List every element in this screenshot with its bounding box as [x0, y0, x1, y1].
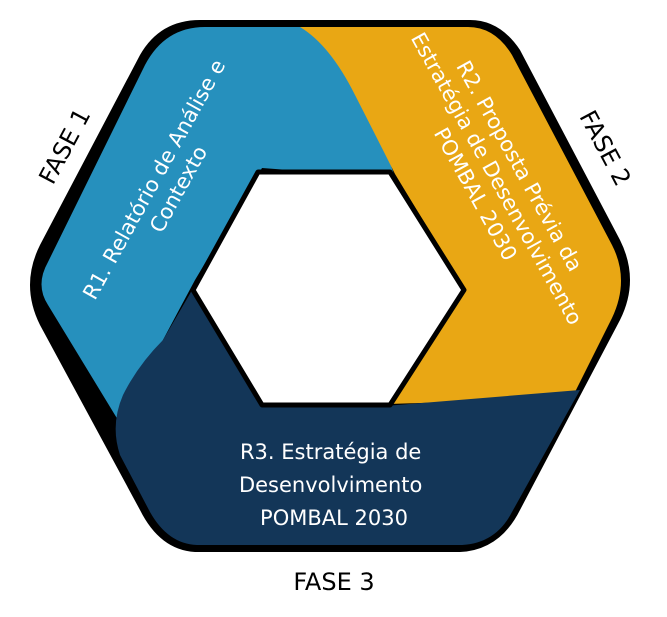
- segment-r3-label: R3. Estratégia de Desenvolvimento POMBAL…: [239, 440, 429, 530]
- segment-r3-line-1: R3. Estratégia de: [240, 440, 421, 464]
- phase-3-label: FASE 3: [293, 568, 374, 596]
- segment-r3-line-3: POMBAL 2030: [260, 506, 408, 530]
- segment-r1: [41, 27, 395, 420]
- center-hexagon: [190, 169, 467, 408]
- segment-r2: [300, 27, 621, 404]
- segment-r3-line-2: Desenvolvimento: [239, 473, 422, 497]
